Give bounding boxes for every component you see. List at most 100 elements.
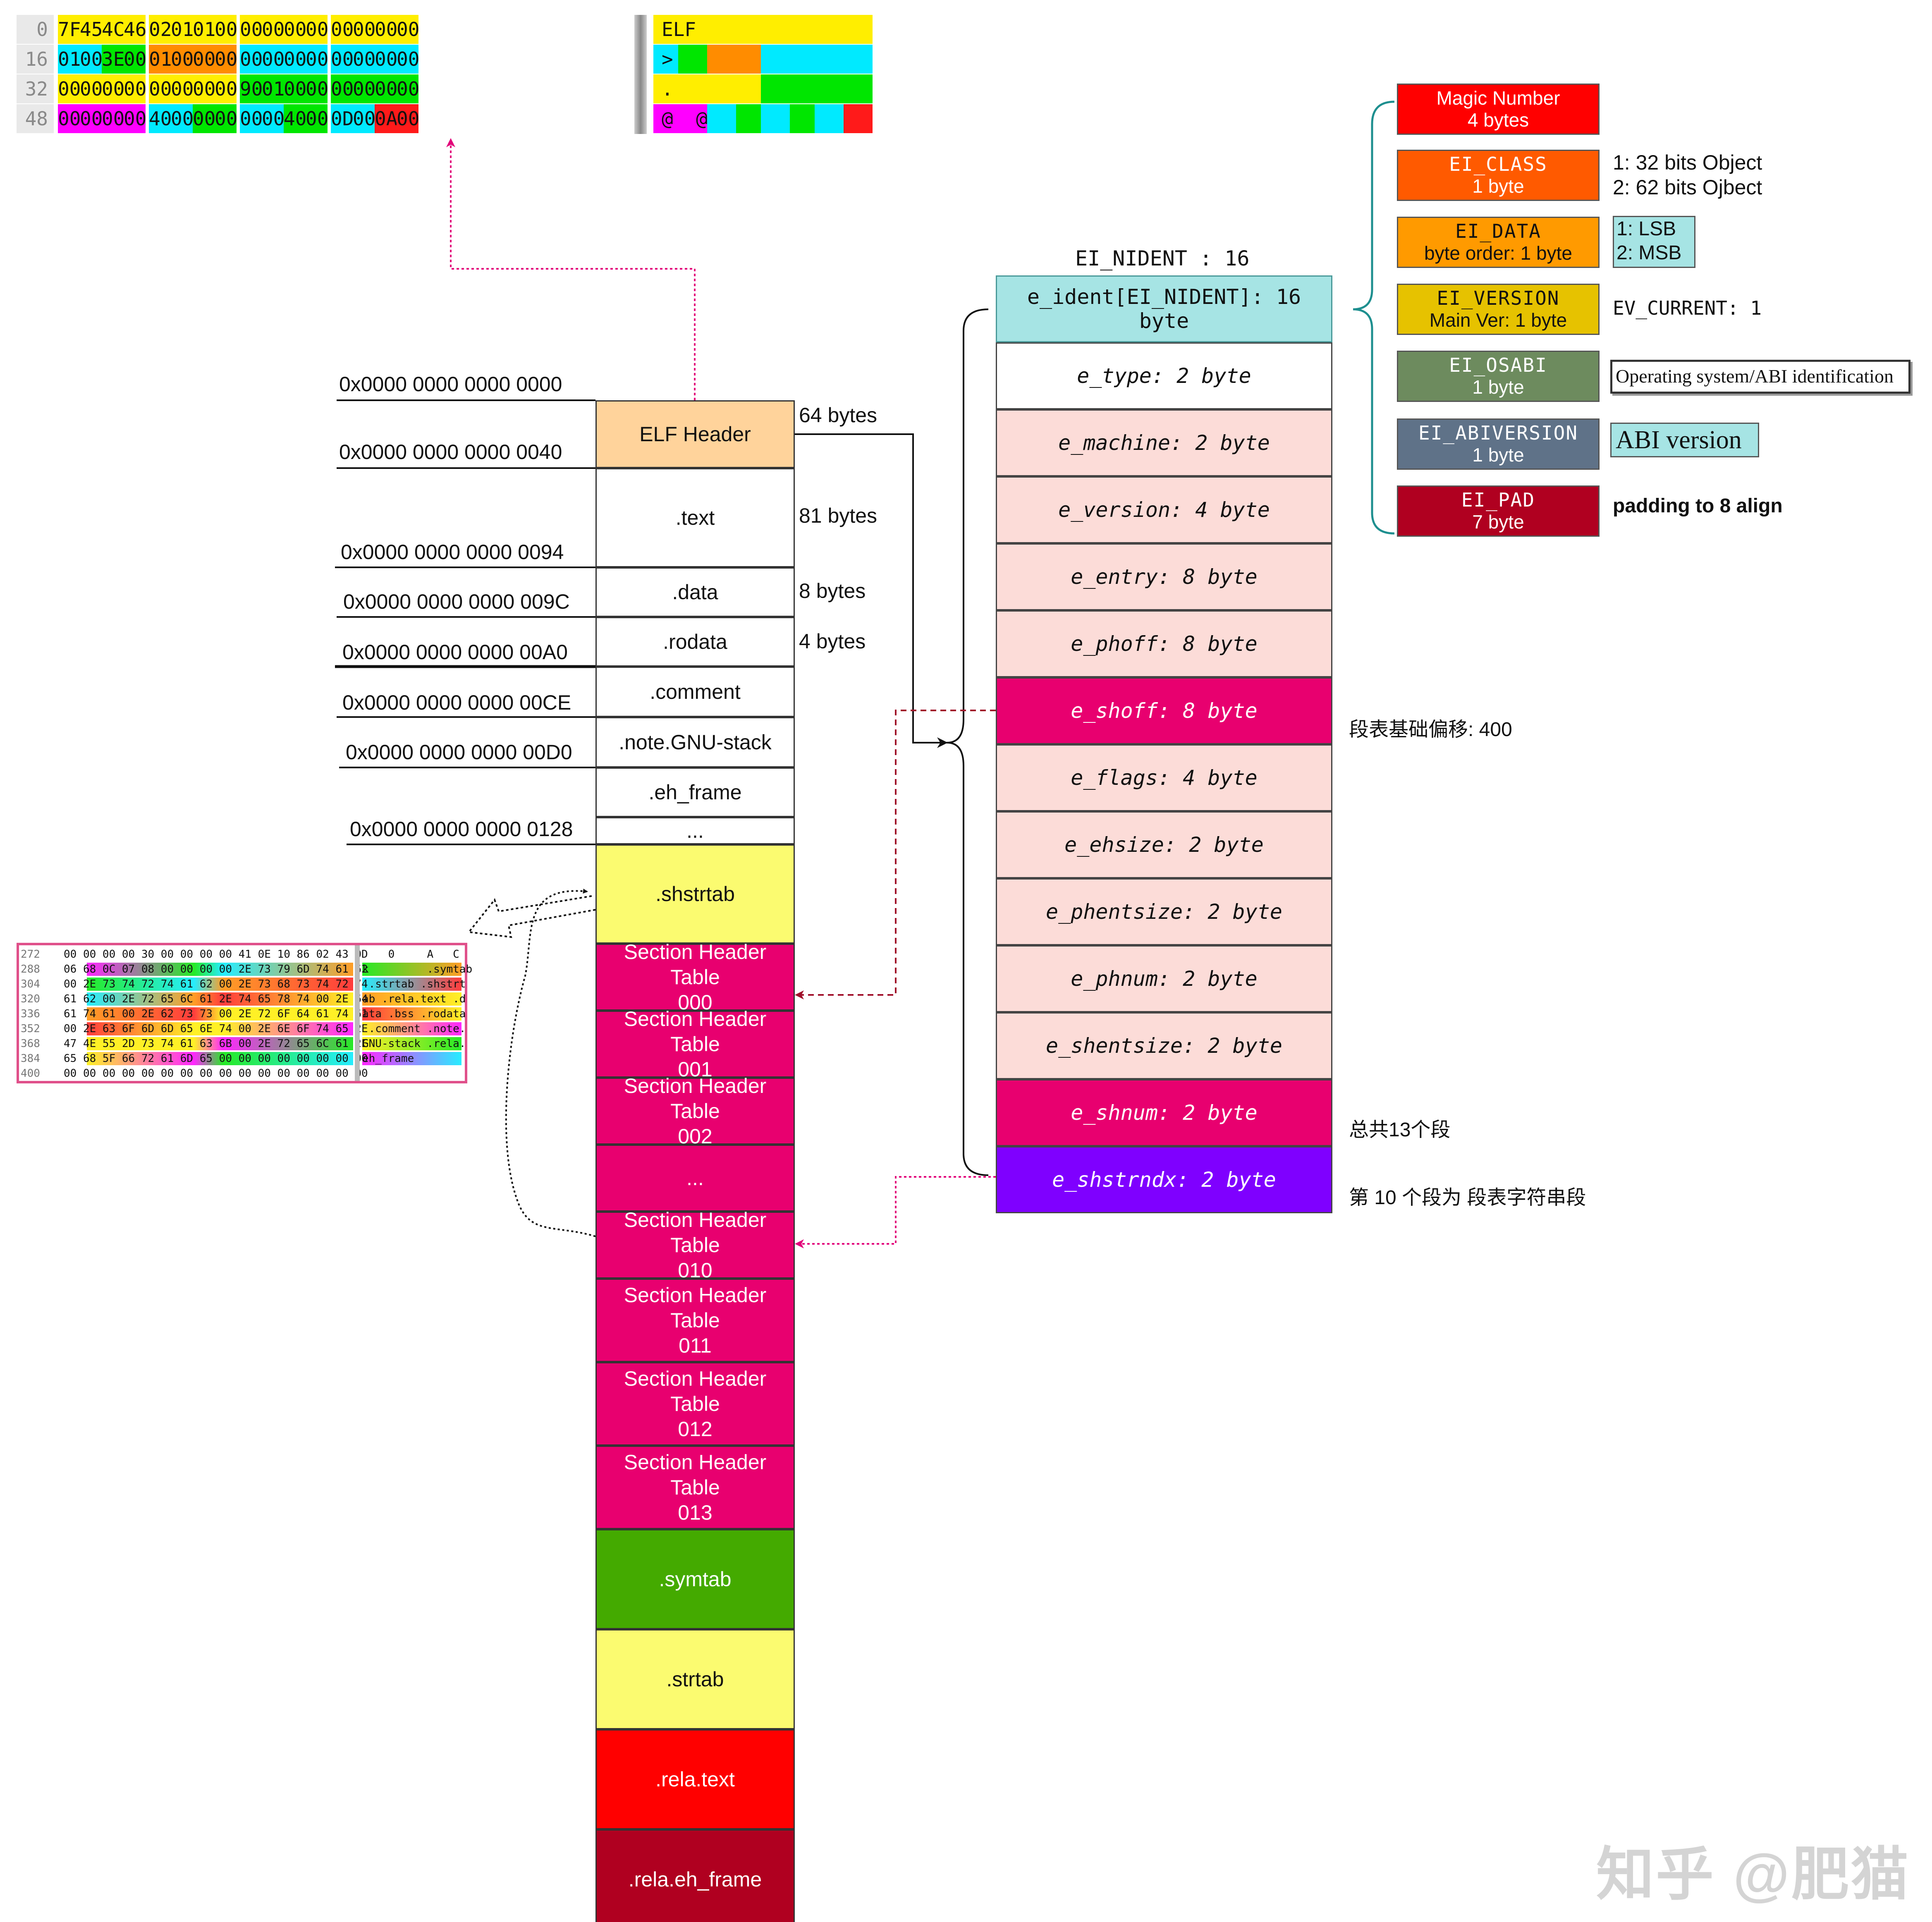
ident-box-sub: 4 bytes (1467, 109, 1529, 131)
ident-box-sub: 1 byte (1472, 376, 1524, 398)
hex-ascii-block (653, 15, 873, 44)
hex-byte: 01 (262, 74, 285, 103)
hex-small-offset: 368 (21, 1037, 40, 1050)
hex-ascii-text: > (662, 48, 673, 70)
hex-byte: 00 (215, 15, 237, 44)
hex-byte: 3E (102, 45, 124, 74)
size-data: 8 bytes (799, 579, 866, 602)
hex-offset: 16 (17, 45, 54, 74)
hex-small-offset: 288 (21, 963, 40, 975)
hex-byte: 01 (171, 15, 194, 44)
section-block: .rodata (595, 617, 795, 667)
ident-box-sub: Main Ver: 1 byte (1429, 309, 1567, 331)
hex-byte: 00 (80, 104, 103, 133)
hex-byte: 00 (193, 74, 215, 103)
hex-byte: 00 (262, 45, 285, 74)
hex-byte: 00 (149, 74, 172, 103)
address-rules (335, 399, 595, 845)
hex-ascii-block (707, 104, 736, 133)
section-block: Section Header Table 013 (595, 1446, 795, 1529)
hex-small-offset: 336 (21, 1008, 40, 1020)
hex-byte: 00 (240, 45, 263, 74)
section-block: .rela.text (595, 1729, 795, 1829)
hex-byte: 00 (397, 104, 419, 133)
section-block: Section Header Table 012 (595, 1362, 795, 1446)
hex-byte: 00 (171, 104, 194, 133)
header-field: e_phentsize: 2 byte (996, 878, 1332, 945)
data-explain-1: 1: LSB (1616, 218, 1676, 240)
hex-ascii-text: ELF (662, 18, 696, 41)
section-block: Section Header Table 011 (595, 1279, 795, 1362)
hex-small-offset: 320 (21, 993, 40, 1005)
shoff-arrow (795, 710, 996, 999)
hex-byte: 00 (353, 104, 375, 133)
hex-byte: 00 (375, 15, 397, 44)
hex-byte: 01 (58, 45, 81, 74)
section-block: .rela.eh_frame (595, 1829, 795, 1922)
hex-byte: 00 (306, 15, 328, 44)
hex-small-bytes: 00 2E 63 6F 6D 6D 65 6E 74 00 2E 6E 6F 7… (64, 1023, 368, 1035)
section-block: .eh_frame (595, 767, 795, 817)
hex-byte: 00 (331, 45, 354, 74)
hex-small-ascii: eh_frame (362, 1052, 466, 1065)
data-explain-box: 1: LSB 2: MSB (1613, 216, 1695, 268)
header-field: e_version: 4 byte (996, 476, 1332, 543)
ident-box-sub: 1 byte (1472, 175, 1524, 197)
data-explain-2: 2: MSB (1616, 242, 1682, 264)
hex-byte: 00 (353, 74, 375, 103)
section-block: .text (595, 468, 795, 567)
section-block: Section Header Table 001 (595, 1007, 795, 1081)
note-e-shnum: 总共13个段 (1349, 1119, 1451, 1141)
hex-byte: 00 (193, 104, 215, 133)
hex-ascii-block (815, 104, 844, 133)
abiversion-explain: ABI version (1610, 423, 1759, 457)
hex-byte: 00 (331, 74, 354, 103)
hex-byte: 00 (80, 45, 103, 74)
hex-byte: 4C (102, 15, 124, 44)
section-block: Section Header Table 010 (595, 1208, 795, 1282)
hex-ascii-block (790, 104, 815, 133)
hex-byte: 0A (375, 104, 397, 133)
hex-byte: 00 (306, 45, 328, 74)
hex-small-offset: 352 (21, 1023, 40, 1035)
header-field: e_shnum: 2 byte (996, 1079, 1332, 1146)
address-label: 0x0000 0000 0000 00CE (342, 691, 571, 714)
hex-byte: 01 (149, 45, 172, 74)
hex-small-ascii: GNU-stack .rela. (362, 1037, 466, 1050)
elf-header-connector (795, 433, 948, 748)
hex-small-offset: 384 (21, 1052, 40, 1065)
address-label: 0x0000 0000 0000 0000 (339, 373, 562, 396)
hex-offset: 48 (17, 104, 54, 133)
section-block: ... (595, 1145, 795, 1212)
size-text: 81 bytes (799, 504, 878, 527)
hex-small-offset: 272 (21, 948, 40, 961)
hex-byte: 00 (215, 45, 237, 74)
hex-byte: 00 (284, 74, 306, 103)
ident-box-title: EI_CLASS (1449, 153, 1547, 175)
hex-small-bytes: 06 68 0C 07 08 00 00 00 00 2E 73 79 6D 7… (64, 963, 368, 975)
hex-byte: 00 (262, 15, 285, 44)
hex-ascii-block (736, 104, 761, 133)
header-field: e_type: 2 byte (996, 342, 1332, 409)
hex-offset: 0 (17, 15, 54, 44)
struct-brace (947, 308, 989, 1176)
size-elf-header: 64 bytes (799, 404, 878, 427)
address-label: 0x0000 0000 0000 00A0 (342, 641, 568, 664)
hex-byte: 00 (375, 74, 397, 103)
hex-small-ascii: .strtab .shstrt (362, 978, 466, 990)
hex-small-ascii: .comment .note. (362, 1023, 466, 1035)
header-field: e_shstrndx: 2 byte (996, 1146, 1332, 1213)
ident-box-sub: 7 byte (1472, 511, 1524, 533)
hex-small-ascii: ab .rela.text .d (362, 993, 466, 1005)
header-to-hex-arrow (446, 138, 696, 400)
section-block: .shstrtab (595, 844, 795, 944)
hex-ascii-block (678, 45, 707, 74)
hex-small-row: 352 00 2E 63 6F 6D 6D 65 6E 74 00 2E 6E 6… (19, 1021, 466, 1036)
hex-byte: 00 (215, 74, 237, 103)
